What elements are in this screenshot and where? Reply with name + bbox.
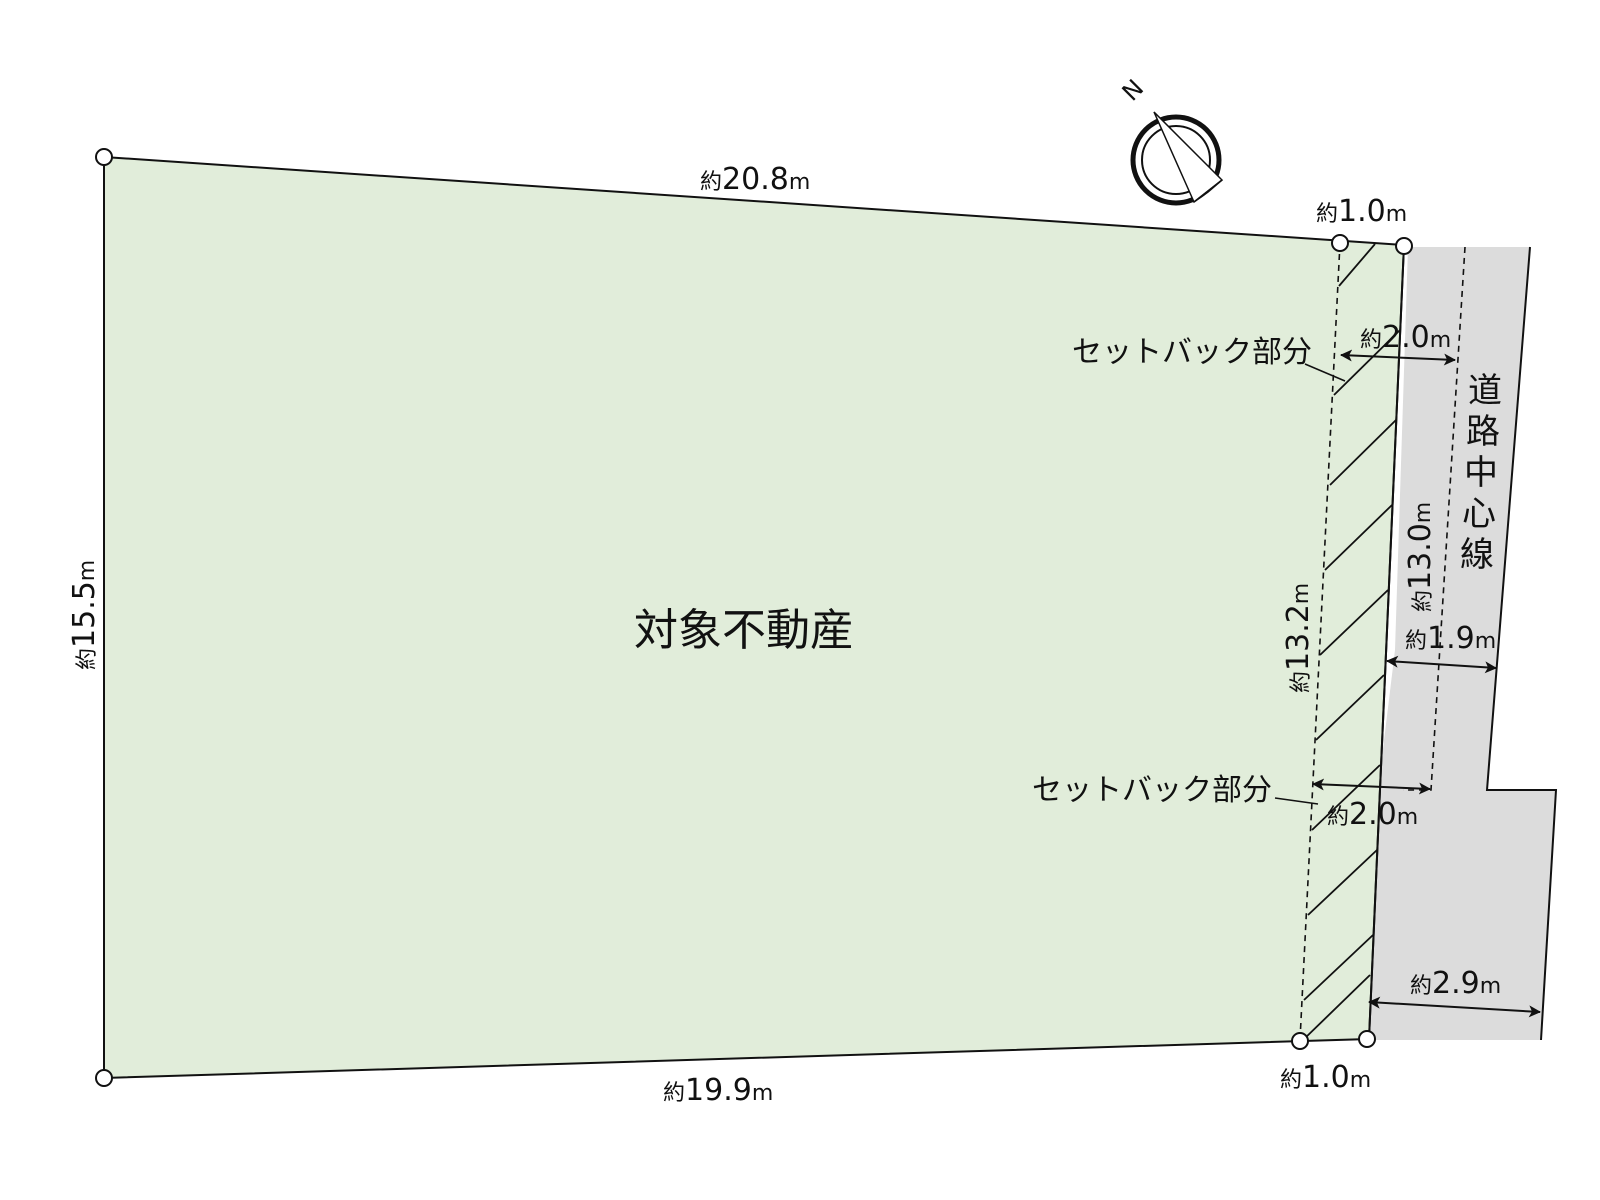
dim-to-center-upper: 約2.0m [1360,320,1451,355]
north-compass-icon: N [1117,74,1224,206]
svg-text:道: 道 [1468,371,1502,411]
lot-label: 対象不動産 [634,605,854,656]
setback-hatching [1301,243,1401,1042]
corner-markers [95,148,1413,1087]
road-outer-edge [1485,246,1558,1041]
setback-label-upper: セットバック部分 [1072,335,1312,370]
dim-bottom: 約19.9m [663,1073,773,1108]
dim-frontage: 約13.0m [1403,502,1438,612]
setback-leader-lower [1274,797,1319,805]
dim-setback-length: 約13.2m [1281,583,1316,693]
svg-text:中: 中 [1464,453,1498,493]
dimension-arrows [1312,349,1541,1018]
dim-top: 約20.8m [700,162,810,197]
dim-to-center-lower: 約2.0m [1327,797,1418,832]
setback-leader-upper [1304,363,1346,382]
dim-setback-bottom: 約1.0m [1280,1060,1371,1095]
lot-road-boundary [1368,244,1405,1040]
svg-text:線: 線 [1460,535,1494,575]
dim-road-width-upper: 約1.9m [1405,621,1496,656]
compass-north-label: N [1117,74,1149,106]
dim-setback-top: 約1.0m [1316,194,1407,229]
road-center-label: 道 路 中 心 線 [1460,371,1502,575]
dim-left: 約15.5m [67,560,102,670]
svg-text:路: 路 [1466,412,1500,452]
dim-road-width-lower: 約2.9m [1410,966,1501,1001]
road-area [1368,247,1556,1040]
svg-text:心: 心 [1462,494,1496,534]
setback-label-lower: セットバック部分 [1032,773,1272,808]
